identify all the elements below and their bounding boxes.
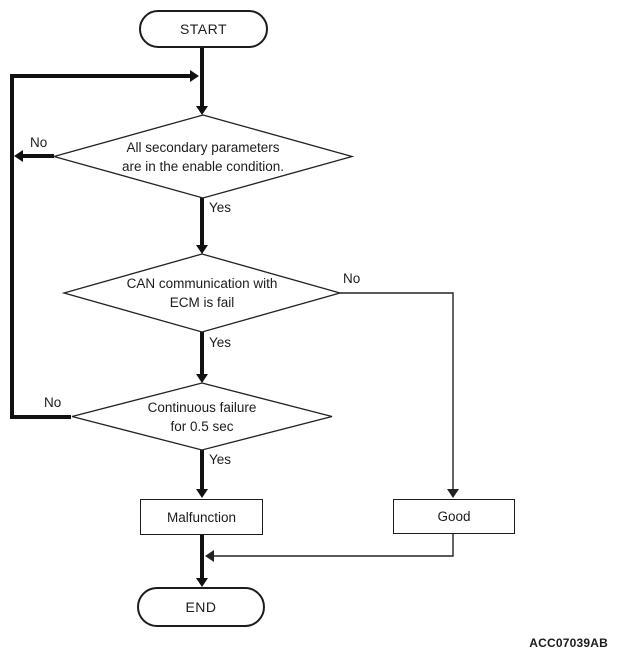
malfunction-label: Malfunction bbox=[166, 509, 237, 525]
good-label: Good bbox=[437, 509, 471, 524]
arrowhead-down-icon bbox=[447, 489, 459, 498]
decision-enable-condition-diamond bbox=[51, 114, 355, 199]
figure-code: ACC07039AB bbox=[529, 636, 608, 650]
edge-label-can-yes: Yes bbox=[209, 335, 232, 350]
end-node: END bbox=[137, 587, 265, 627]
edge-label-failure-no: No bbox=[44, 395, 62, 410]
arrow-decision2-no bbox=[340, 292, 454, 489]
arrowhead-right-icon bbox=[190, 70, 199, 82]
edge-label-failure-yes: Yes bbox=[209, 452, 232, 467]
arrow-loop-retry bbox=[10, 74, 190, 419]
arrowhead-down-icon bbox=[196, 489, 208, 498]
arrow-good-to-merge bbox=[214, 534, 454, 557]
arrowhead-left-icon bbox=[14, 150, 23, 162]
malfunction-box: Malfunction bbox=[140, 499, 263, 535]
arrowhead-down-icon bbox=[196, 245, 208, 254]
arrowhead-down-icon bbox=[196, 374, 208, 383]
start-label: START bbox=[179, 21, 228, 37]
end-label: END bbox=[185, 599, 217, 615]
arrowhead-down-icon bbox=[196, 578, 208, 587]
decision-can-communication-diamond bbox=[61, 253, 343, 333]
arrowhead-down-icon bbox=[196, 106, 208, 115]
edge-label-enable-yes: Yes bbox=[209, 200, 232, 215]
good-box: Good bbox=[393, 499, 515, 534]
edge-label-enable-no: No bbox=[30, 135, 48, 150]
arrowhead-left-icon bbox=[205, 550, 214, 562]
decision-continuous-failure-diamond bbox=[71, 382, 333, 451]
start-node: START bbox=[139, 10, 268, 48]
edge-label-can-no: No bbox=[343, 271, 361, 286]
